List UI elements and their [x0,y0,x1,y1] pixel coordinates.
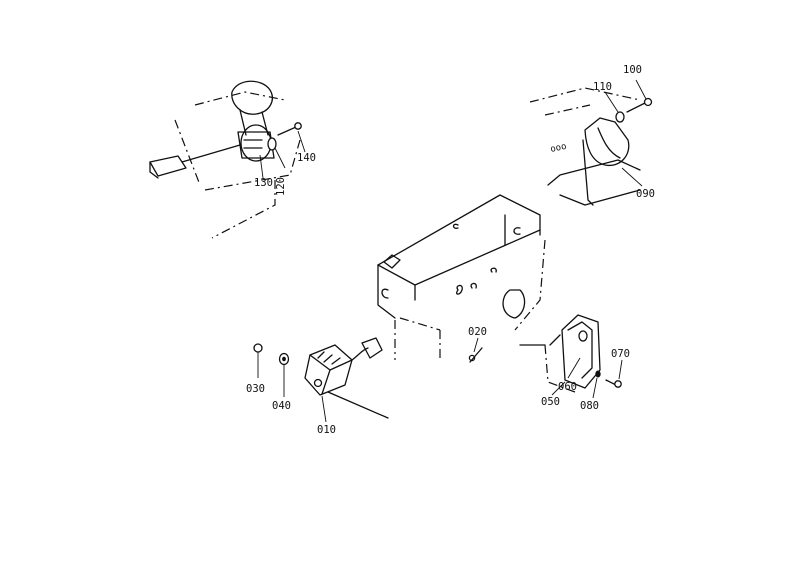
callout-110: 110 [593,81,612,93]
callout-140: 140 [297,152,316,164]
callout-020: 020 [468,326,487,338]
cover-assembly [519,314,623,399]
switch-assembly [253,337,389,423]
callout-labels: 010 020 030 040 050 060 070 080 090 100 … [246,64,655,436]
callout-050: 050 [541,396,560,408]
callout-130: 130 [254,177,273,189]
bracket-assembly-right: ooo [529,79,653,206]
callout-080: 080 [580,400,599,412]
callout-030: 030 [246,383,265,395]
callout-090: 090 [636,188,655,200]
svg-text:ooo: ooo [550,142,568,155]
center-panel [377,194,546,363]
callout-040: 040 [272,400,291,412]
callout-100: 100 [623,64,642,76]
callout-120: 120 [275,177,287,196]
callout-010: 010 [317,424,336,436]
lever-assembly-left [149,80,306,239]
callout-060: 060 [558,381,577,393]
callout-070: 070 [611,348,630,360]
